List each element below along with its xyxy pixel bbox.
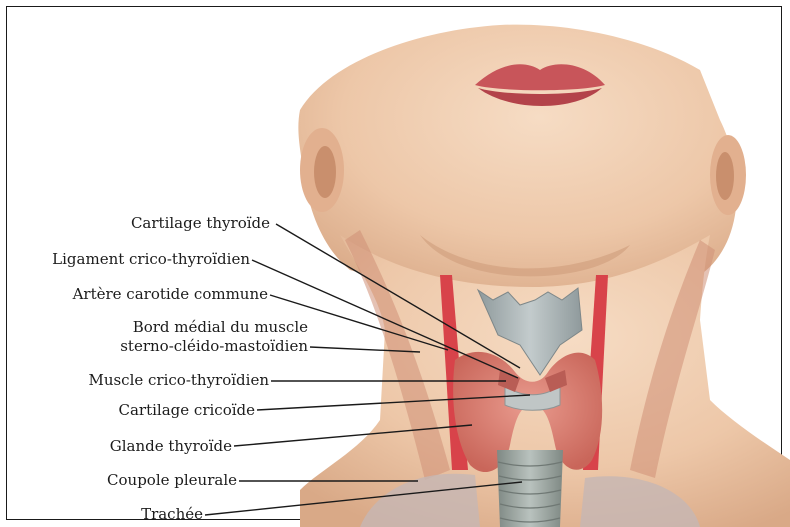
trachea <box>497 450 563 527</box>
label-cartilage-thyroide: Cartilage thyroïde <box>131 214 270 232</box>
label-bord-medial-line2: sterno-cléido-mastoïdien <box>120 337 308 356</box>
label-artere-carotide: Artère carotide commune <box>73 285 268 303</box>
label-bord-medial-line1: Bord médial du muscle <box>133 318 308 337</box>
label-trachee: Trachée <box>141 505 203 523</box>
label-glande-thyroide: Glande thyroïde <box>110 437 232 455</box>
label-cartilage-cricoide: Cartilage cricoïde <box>119 401 255 419</box>
label-muscle-crico-thyroidien: Muscle crico-thyroïdien <box>88 371 269 389</box>
label-ligament-crico-thyroidien: Ligament crico-thyroïdien <box>52 250 250 268</box>
right-ear-inner <box>716 152 734 200</box>
label-coupole-pleurale: Coupole pleurale <box>107 471 237 489</box>
left-ear-inner <box>314 146 336 198</box>
